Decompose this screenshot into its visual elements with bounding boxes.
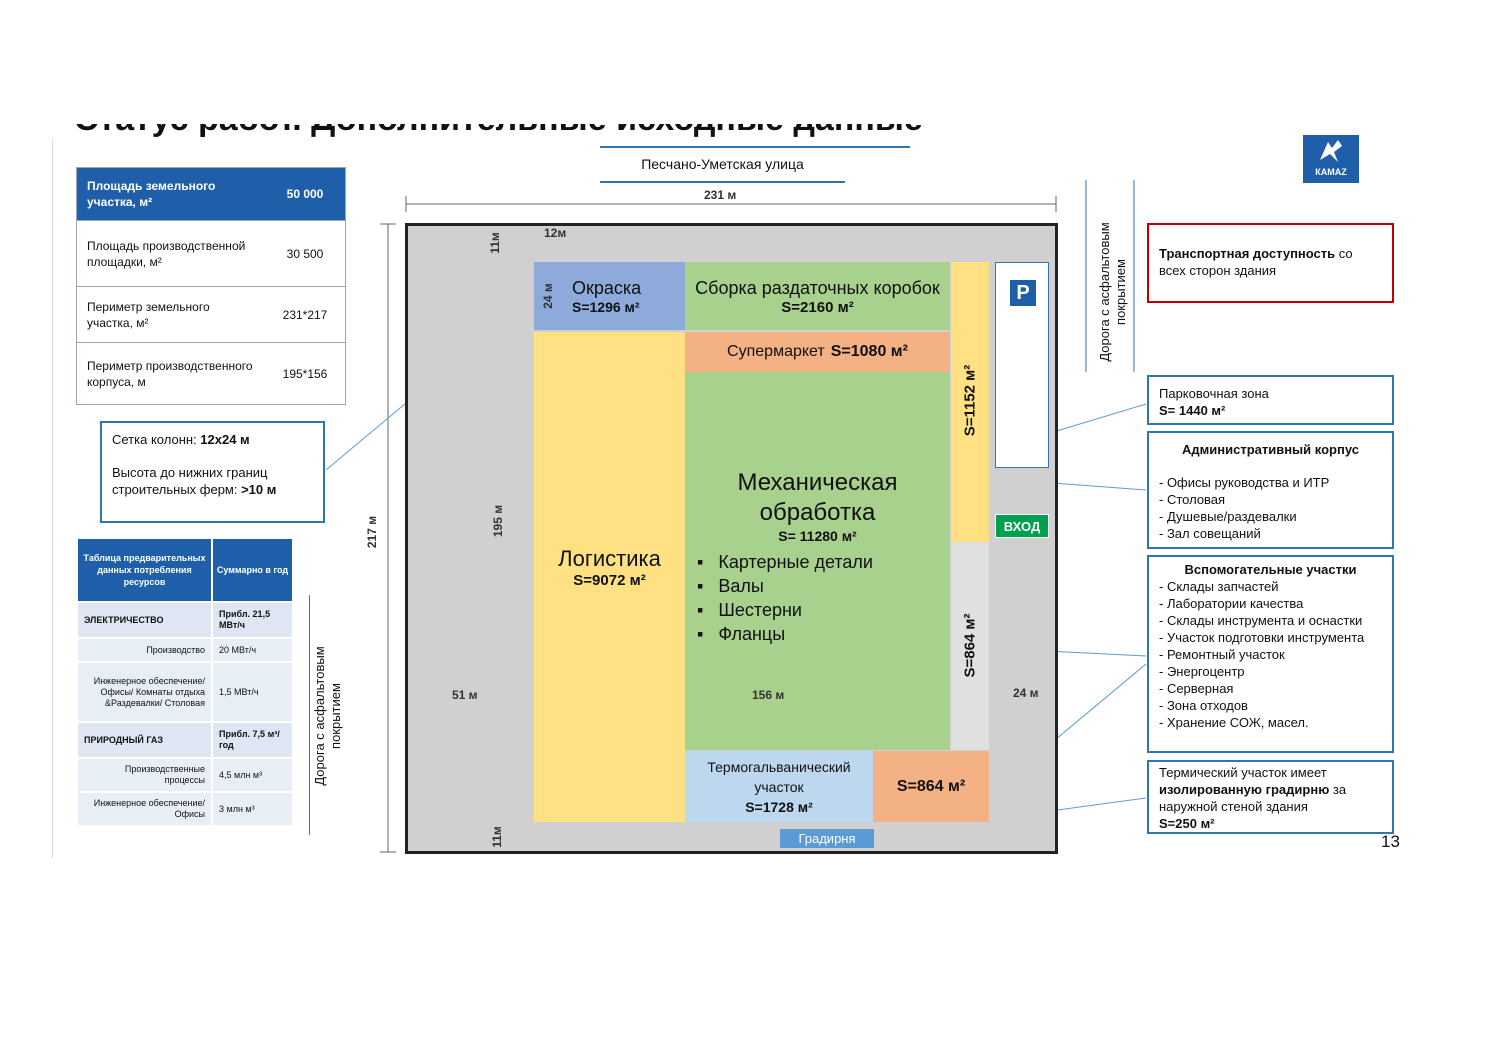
mech-item: ▪ Картерные детали: [697, 552, 873, 572]
resource-header: Таблица предварительных данных потреблен…: [78, 539, 292, 601]
mech-list: ▪ Картерные детали ▪ Валы ▪ Шестерни ▪ Ф…: [697, 550, 873, 646]
road-left-rule: [309, 595, 310, 835]
dim-12: 12м: [544, 226, 567, 240]
zone-s864: S=864 м²: [873, 751, 989, 822]
resource-table: Таблица предварительных данных потреблен…: [78, 539, 292, 825]
street-label: Песчано-Уметская улица: [641, 156, 804, 172]
transport-box: Транспортная доступность со всех сторон …: [1147, 223, 1394, 303]
parking-box: Парковочная зона S= 1440 м²: [1147, 375, 1394, 425]
page-number: 13: [1381, 832, 1400, 851]
dim-217: 217 м: [365, 515, 380, 549]
dim-24: 24 м: [540, 283, 555, 309]
title-fragment: Статус работ. Дополнительные исходные да…: [74, 124, 924, 138]
aux-box: Вспомогательные участки - Склады запчаст…: [1147, 555, 1394, 753]
dim-195: 195 м: [491, 504, 506, 538]
dim-231: 231 м: [704, 188, 737, 202]
dim-51: 51 м: [452, 688, 478, 702]
zone-sborka: Сборка раздаточных коробок S=2160 м²: [685, 262, 950, 330]
horse-icon: [1320, 140, 1342, 162]
kamaz-logo: КАМАZ: [1303, 135, 1359, 183]
dim-11-top: 11м: [487, 232, 502, 254]
mech-item: ▪ Валы: [697, 576, 764, 596]
parking-icon: P: [1010, 280, 1036, 306]
dim-156: 156 м: [752, 688, 785, 702]
zone-termo: Термогальванический участок S=1728 м²: [685, 751, 873, 822]
gradirnya-label: Градирня: [780, 829, 874, 848]
dim-24-right: 24 м: [1013, 686, 1039, 700]
street-rule: [600, 146, 910, 148]
street-underline: [600, 181, 845, 183]
entrance-label: ВХОД: [995, 514, 1049, 538]
road-right-label: Дорога с асфальтовым покрытием: [1097, 222, 1128, 362]
dim-11-bottom: 11м: [489, 826, 504, 848]
zone-logistika: Логистика S=9072 м²: [534, 332, 685, 822]
resource-row: Инженерное обеспечение/Офисы/ Комнаты от…: [78, 661, 292, 721]
thermal-box: Термический участок имеет изолированную …: [1147, 760, 1394, 834]
column-grid-box: Сетка колонн: 12x24 м Высота до нижних г…: [100, 421, 325, 523]
mech-item: ▪ Шестерни: [697, 600, 802, 620]
zone-s864v: S=864 м²: [951, 542, 989, 750]
zone-mech: Механическая обработка S= 11280 м² ▪ Кар…: [685, 372, 950, 750]
zone-okraska: Окраска S=1296 м²: [534, 262, 685, 330]
mech-item: ▪ Фланцы: [697, 624, 786, 644]
admin-box: Административный корпус - Офисы руководс…: [1147, 431, 1394, 549]
left-rule: [52, 138, 53, 858]
zone-s1152: S=1152 м²: [951, 262, 989, 542]
